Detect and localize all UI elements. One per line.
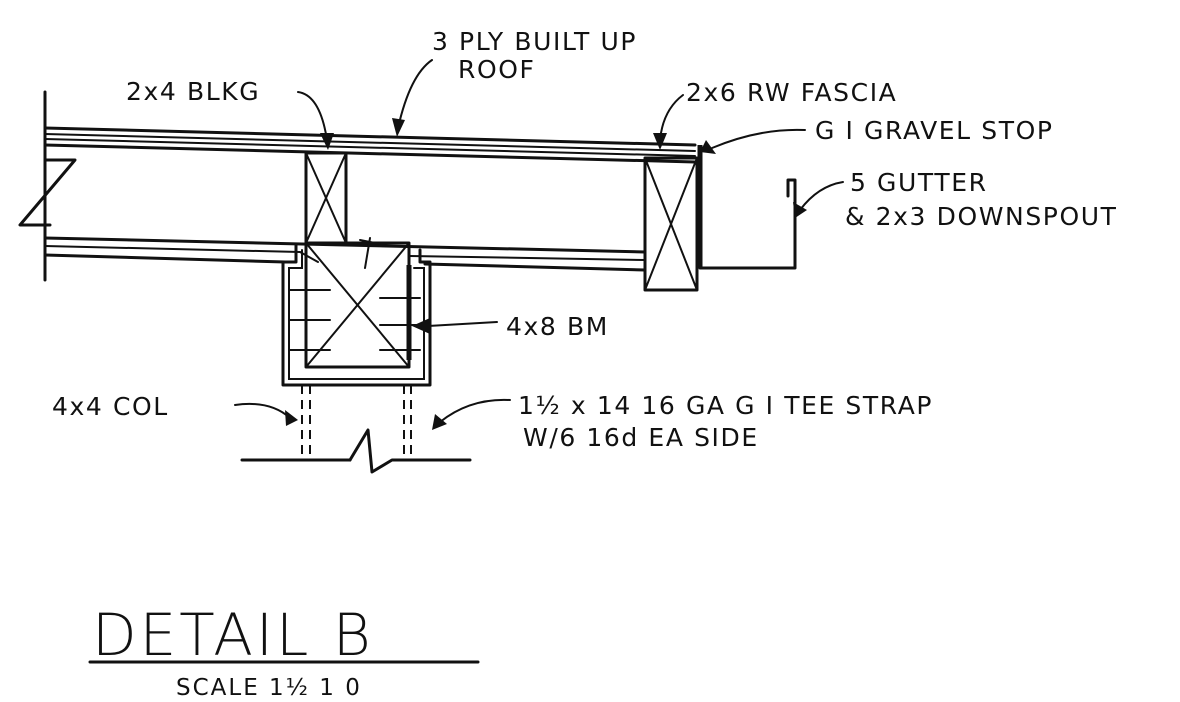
scale-label: SCALE 1½ 1 0	[176, 675, 362, 701]
break-symbol-left	[18, 158, 77, 227]
nails	[289, 237, 421, 351]
roof-label: 3 PLY BUILT UP	[432, 27, 637, 56]
gutter	[698, 178, 797, 270]
blocking-label: 2x4 BLKG	[126, 77, 260, 106]
gravel-stop-label: G I GRAVEL STOP	[815, 116, 1054, 145]
rafter-bottom	[43, 236, 647, 272]
leaders	[234, 59, 844, 430]
detail-title: DETAIL B	[92, 601, 374, 669]
roof-label-line2: ROOF	[458, 55, 536, 84]
fascia-2x6	[643, 145, 703, 292]
column-label: 4x4 COL	[52, 392, 169, 421]
strap-label-line2: W/6 16d EA SIDE	[523, 423, 759, 452]
built-up-roof	[43, 126, 697, 164]
strap-label: 1½ x 14 16 GA G I TEE STRAP	[518, 391, 933, 420]
blocking-2x4	[304, 151, 348, 245]
tee-strap	[281, 242, 432, 387]
gutter-label: 5 GUTTER	[850, 168, 988, 197]
beam-4x8	[304, 241, 412, 369]
fascia-label: 2x6 RW FASCIA	[686, 78, 897, 107]
beam-label: 4x8 BM	[506, 312, 609, 341]
column-4x4	[240, 385, 472, 474]
gutter-label-line2: & 2x3 DOWNSPOUT	[845, 202, 1118, 231]
